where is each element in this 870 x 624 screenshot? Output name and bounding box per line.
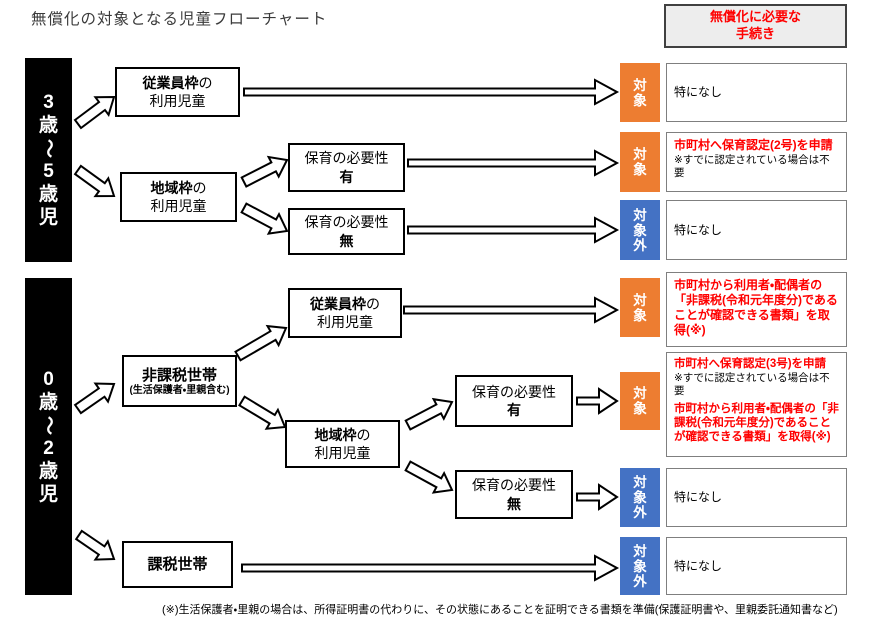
- node-nontax-household: 非課税世帯 (生活保護者・里親含む): [122, 355, 237, 407]
- flow-arrow: [240, 155, 289, 188]
- node-label-rest: の: [366, 295, 380, 312]
- need-value: 無: [339, 232, 354, 249]
- procedure-note: ※すでに認定されている場合は不要: [674, 372, 830, 397]
- procedure-row5: 市町村へ保育認定(3号)を申請 ※すでに認定されている場合は不要 市町村から利用…: [666, 352, 847, 457]
- node-label-rest: の: [198, 74, 213, 91]
- badge-label: 対象: [633, 386, 647, 416]
- node-regional-quota-0to2: 地域枠の 利用児童: [285, 420, 400, 468]
- node-label-rest: の: [192, 179, 207, 196]
- flow-arrow: [407, 149, 620, 177]
- procedure-red-text: 市町村から利用者・配偶者の「非課税(令和元年度分)であることが確認できる書類」を…: [674, 278, 838, 337]
- procedure-row3: 特になし: [666, 200, 847, 260]
- procedure-row4: 市町村から利用者・配偶者の「非課税(令和元年度分)であることが確認できる書類」を…: [666, 272, 847, 347]
- flow-arrow: [74, 529, 116, 561]
- badge-label: 対象: [633, 292, 647, 323]
- flow-arrow: [238, 395, 287, 430]
- procedure-row1: 特になし: [666, 63, 847, 122]
- legend-line1: 無償化に必要な: [709, 9, 801, 25]
- badge-target-row4: 対象: [620, 278, 660, 337]
- badge-target-row2: 対象: [620, 132, 660, 192]
- node-label-line2: 利用児童: [317, 314, 373, 330]
- badge-not-target-row7: 対象外: [620, 537, 660, 595]
- badge-label: 対象外: [633, 207, 647, 253]
- flow-arrow: [407, 216, 620, 244]
- procedure-row6: 特になし: [666, 468, 847, 527]
- page-title: 無償化の対象となる児童フローチャート: [31, 11, 328, 28]
- flow-arrow: [241, 554, 620, 582]
- flow-arrow: [404, 397, 454, 431]
- flow-arrow: [73, 164, 116, 198]
- flow-arrow: [240, 202, 289, 235]
- household-label: 課税世帯: [147, 555, 208, 573]
- procedure-text: 特になし: [674, 558, 723, 573]
- procedure-row7: 特になし: [666, 537, 847, 595]
- flow-arrow: [403, 296, 620, 324]
- node-label-bold: 従業員枠: [310, 295, 366, 312]
- procedure-text: 特になし: [674, 85, 723, 99]
- flow-arrow: [243, 78, 620, 106]
- badge-label: 対象: [633, 77, 647, 108]
- need-label: 保育の必要性: [304, 150, 389, 167]
- household-label: 非課税世帯: [141, 366, 217, 384]
- node-employee-quota-0to2: 従業員枠の 利用児童: [288, 288, 402, 338]
- node-employee-quota-3to5: 従業員枠の 利用児童: [115, 67, 240, 117]
- node-childcare-need-yes-0to2: 保育の必要性 有: [455, 375, 573, 427]
- procedure-red-text: 市町村から利用者・配偶者の「非課税(令和元年度分)であることが確認できる書類」を…: [674, 402, 839, 443]
- flow-arrow: [73, 382, 116, 415]
- node-label-line2: 利用児童: [150, 198, 207, 214]
- need-value: 有: [339, 168, 354, 185]
- need-label: 保育の必要性: [472, 477, 556, 494]
- need-value: 無: [507, 495, 521, 512]
- node-taxed-household: 課税世帯: [122, 541, 233, 588]
- badge-target-row5: 対象: [620, 372, 660, 430]
- need-label: 保育の必要性: [472, 383, 556, 400]
- badge-label: 対象外: [633, 475, 647, 520]
- need-value: 有: [507, 402, 521, 418]
- procedure-red-text: 市町村へ保育認定(2号)を申請: [674, 138, 833, 152]
- badge-label: 対象: [633, 147, 647, 177]
- badge-not-target-row3: 対象外: [620, 200, 660, 260]
- household-sublabel: (生活保護者・里親含む): [129, 385, 230, 397]
- badge-target-row1: 対象: [620, 63, 660, 122]
- node-label-line2: 利用児童: [149, 93, 206, 109]
- node-regional-quota-3to5: 地域枠の 利用児童: [120, 172, 237, 222]
- procedure-row2: 市町村へ保育認定(2号)を申請 ※すでに認定されている場合は不要: [666, 132, 847, 192]
- flow-arrow: [404, 460, 454, 494]
- node-label-rest: の: [356, 426, 371, 443]
- badge-label: 対象外: [633, 543, 647, 589]
- node-label-line2: 利用児童: [314, 445, 371, 461]
- legend-line2: 手続き: [735, 26, 775, 41]
- procedure-text: 特になし: [674, 490, 723, 504]
- node-childcare-need-no-3to5: 保育の必要性 無: [288, 208, 405, 255]
- node-childcare-need-no-0to2: 保育の必要性 無: [455, 470, 573, 519]
- procedure-text: 特になし: [674, 222, 723, 237]
- flow-arrow: [576, 387, 619, 415]
- flow-arrow: [73, 95, 116, 130]
- need-label: 保育の必要性: [304, 214, 389, 231]
- procedure-note: ※すでに認定されている場合は不要: [674, 154, 830, 180]
- footnote: (※)生活保護者・里親の場合は、所得証明書の代わりに、その状態にあることを証明で…: [162, 604, 838, 616]
- badge-not-target-row6: 対象外: [620, 468, 660, 527]
- flow-arrow: [234, 324, 288, 362]
- node-label-bold: 従業員枠: [142, 74, 199, 91]
- flow-arrow: [576, 483, 619, 511]
- node-label-bold: 地域枠: [150, 179, 193, 196]
- legend-required-procedures: 無償化に必要な 手続き: [664, 4, 847, 48]
- node-label-bold: 地域枠: [314, 426, 357, 443]
- node-childcare-need-yes-3to5: 保育の必要性 有: [288, 143, 405, 192]
- procedure-red-text: 市町村へ保育認定(3号)を申請: [674, 358, 827, 370]
